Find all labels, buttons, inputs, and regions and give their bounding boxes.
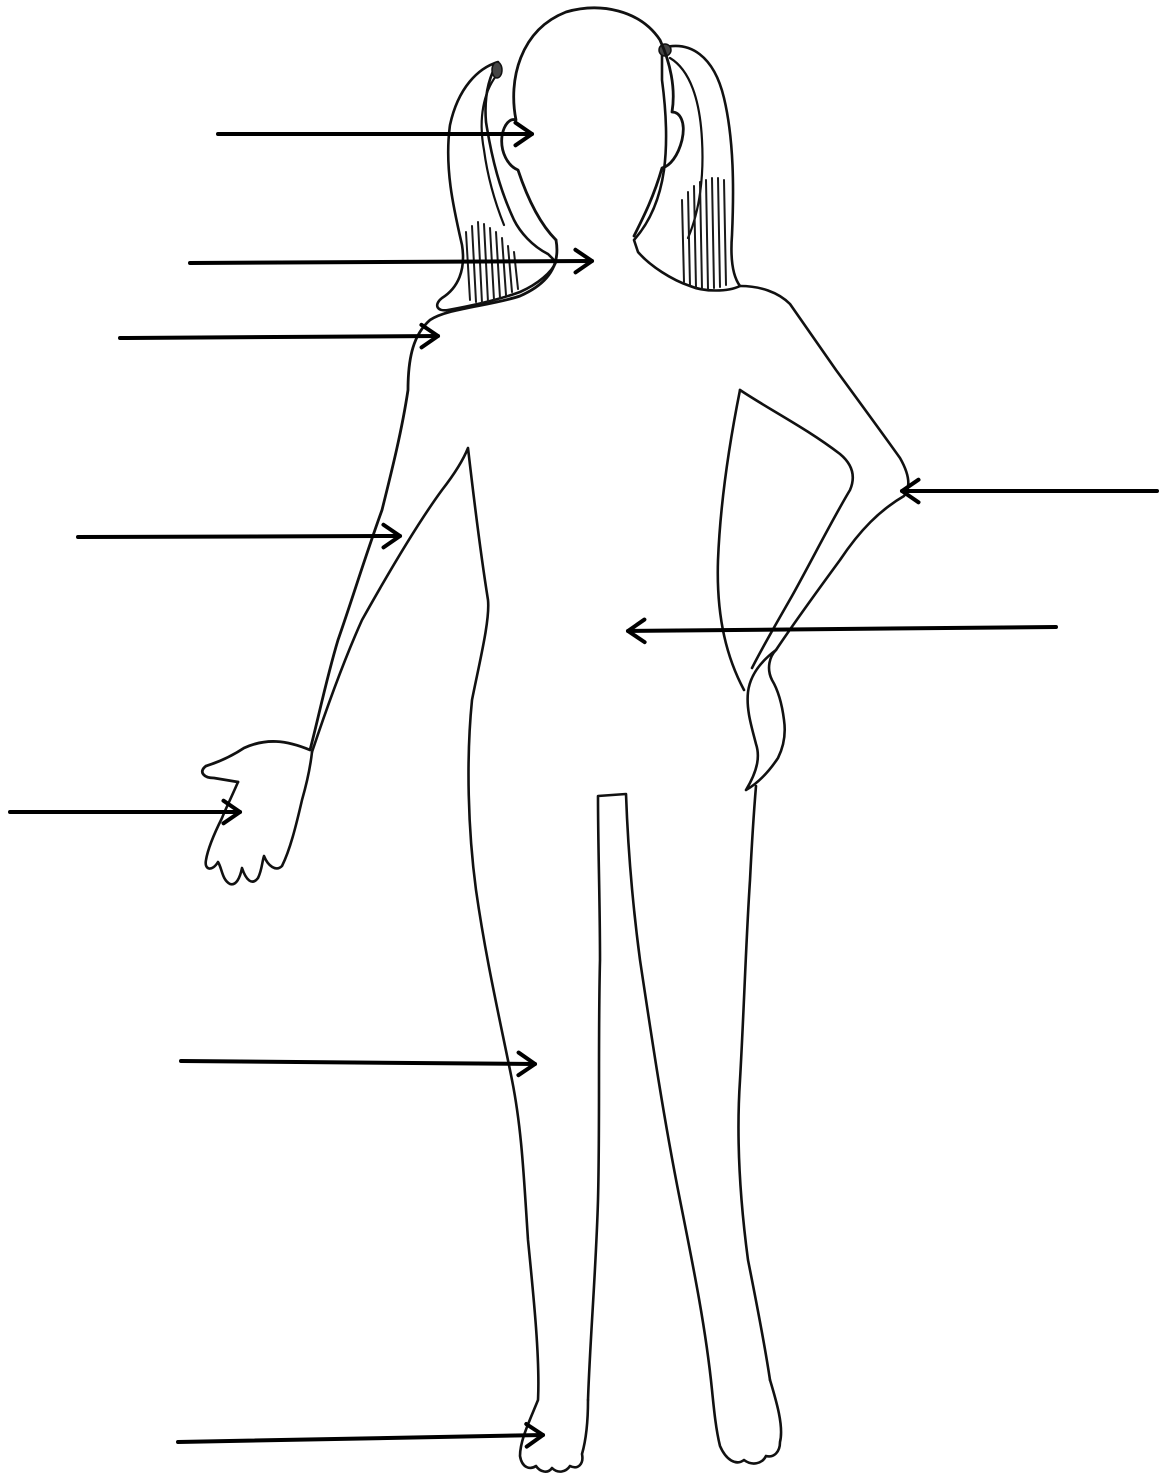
left-hair-tie <box>492 62 502 78</box>
arrow-shoulder-shaft <box>120 336 438 338</box>
arrow-neck-shaft <box>190 261 592 263</box>
arrow-arm-shaft <box>78 536 400 537</box>
